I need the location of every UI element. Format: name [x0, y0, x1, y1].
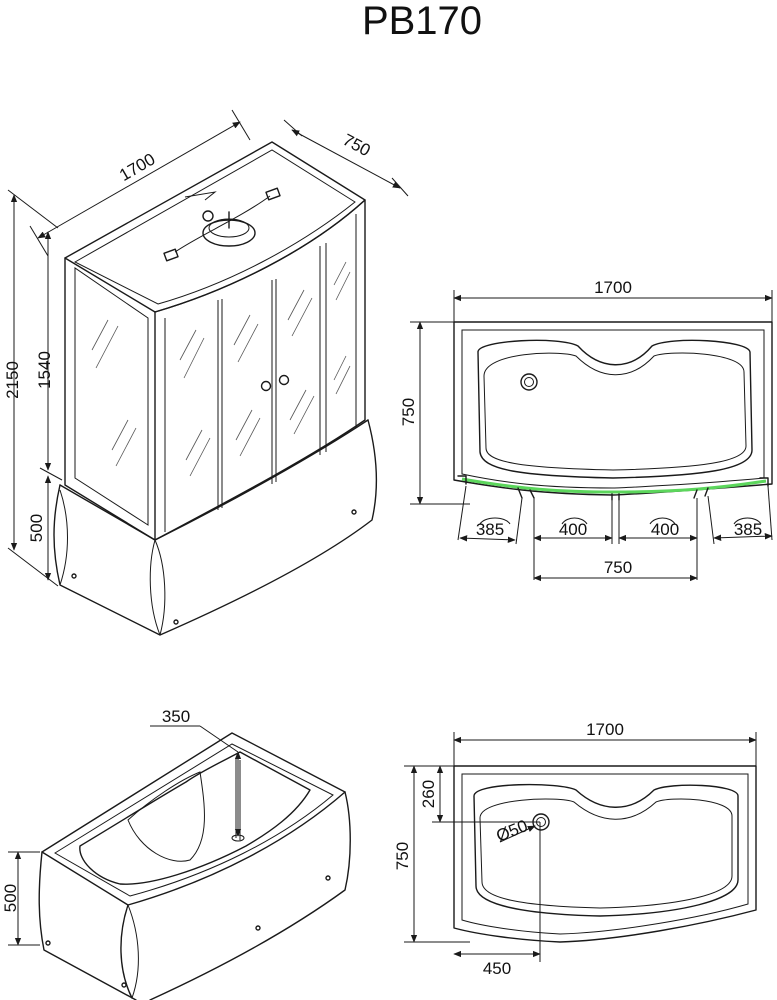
plan-depth-label: 750 — [399, 398, 418, 426]
tub-height-label: 500 — [1, 884, 20, 912]
door-span-label: 750 — [604, 558, 632, 577]
seg-mid-right-label: 400 — [651, 520, 679, 539]
cabin-width-label: 1700 — [116, 150, 158, 185]
cabin-isometric-view: 2150 1540 500 1700 750 — [3, 109, 409, 636]
tray-height-label: 500 — [27, 514, 46, 542]
drain-offset-x-label: 450 — [483, 959, 511, 978]
model-title: PB170 — [362, 0, 482, 43]
tub-plan-view: 1700 750 260 Ø50 450 — [393, 720, 757, 978]
seg-right-label: 385 — [734, 520, 762, 539]
tub-plan-width-label: 1700 — [586, 720, 624, 739]
seg-left-label: 385 — [476, 520, 504, 539]
tub-isometric-view: 350 500 — [1, 707, 351, 1000]
tub-depth-label: 350 — [162, 707, 190, 726]
cabin-height-label: 1540 — [35, 351, 54, 389]
seg-mid-left-label: 400 — [559, 520, 587, 539]
door-rail-highlight — [461, 477, 767, 494]
drain-diameter-label: Ø50 — [493, 816, 530, 846]
drain-offset-y-label: 260 — [419, 780, 438, 808]
cabin-depth-label: 750 — [340, 130, 374, 160]
cabin-total-height-label: 2150 — [3, 361, 22, 399]
plan-width-label: 1700 — [594, 278, 632, 297]
tub-plan-depth-label: 750 — [393, 842, 412, 870]
cabin-plan-view: 1700 750 385 400 — [399, 278, 773, 582]
